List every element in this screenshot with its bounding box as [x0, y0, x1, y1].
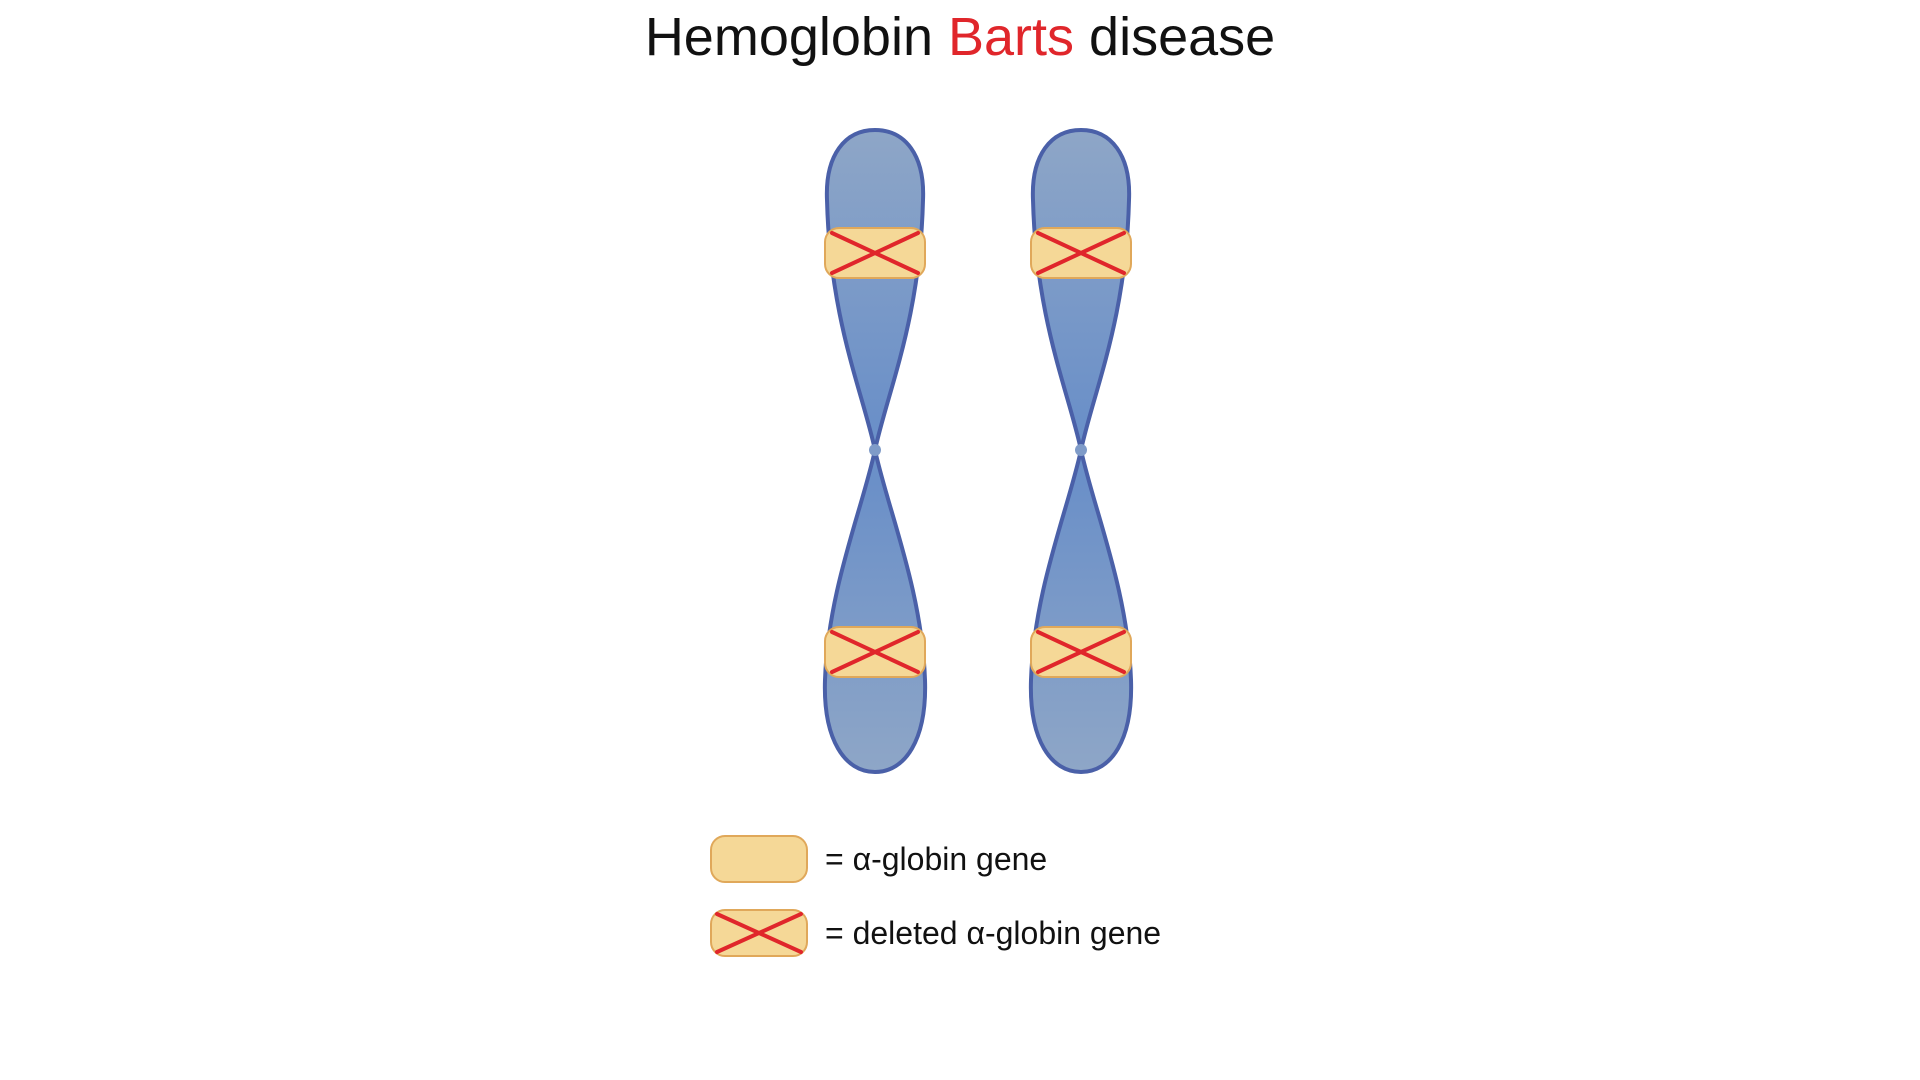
legend-item-gene: = α-globin gene — [709, 834, 1047, 884]
chromosome-left — [822, 128, 928, 774]
legend-label-deleted-gene: = deleted α-globin gene — [825, 914, 1162, 951]
diagram-title: Hemoglobin Barts disease — [0, 6, 1920, 68]
legend-label-gene: = α-globin gene — [825, 840, 1048, 877]
centromere-right — [1075, 444, 1087, 456]
deleted-gene-swatch — [710, 909, 808, 957]
gene-left-upper — [824, 227, 926, 279]
title-suffix: disease — [1074, 7, 1276, 67]
title-prefix: Hemoglobin — [644, 7, 948, 67]
gene-right-upper — [1030, 227, 1132, 279]
chromosome-right — [1028, 128, 1134, 774]
alpha-globin-gene-swatch — [710, 835, 808, 883]
title-highlight: Barts — [947, 7, 1075, 67]
gene-left-lower — [824, 626, 926, 678]
centromere-left — [869, 444, 881, 456]
legend-item-deleted-gene: = deleted α-globin gene — [709, 908, 1161, 958]
gene-right-lower — [1030, 626, 1132, 678]
